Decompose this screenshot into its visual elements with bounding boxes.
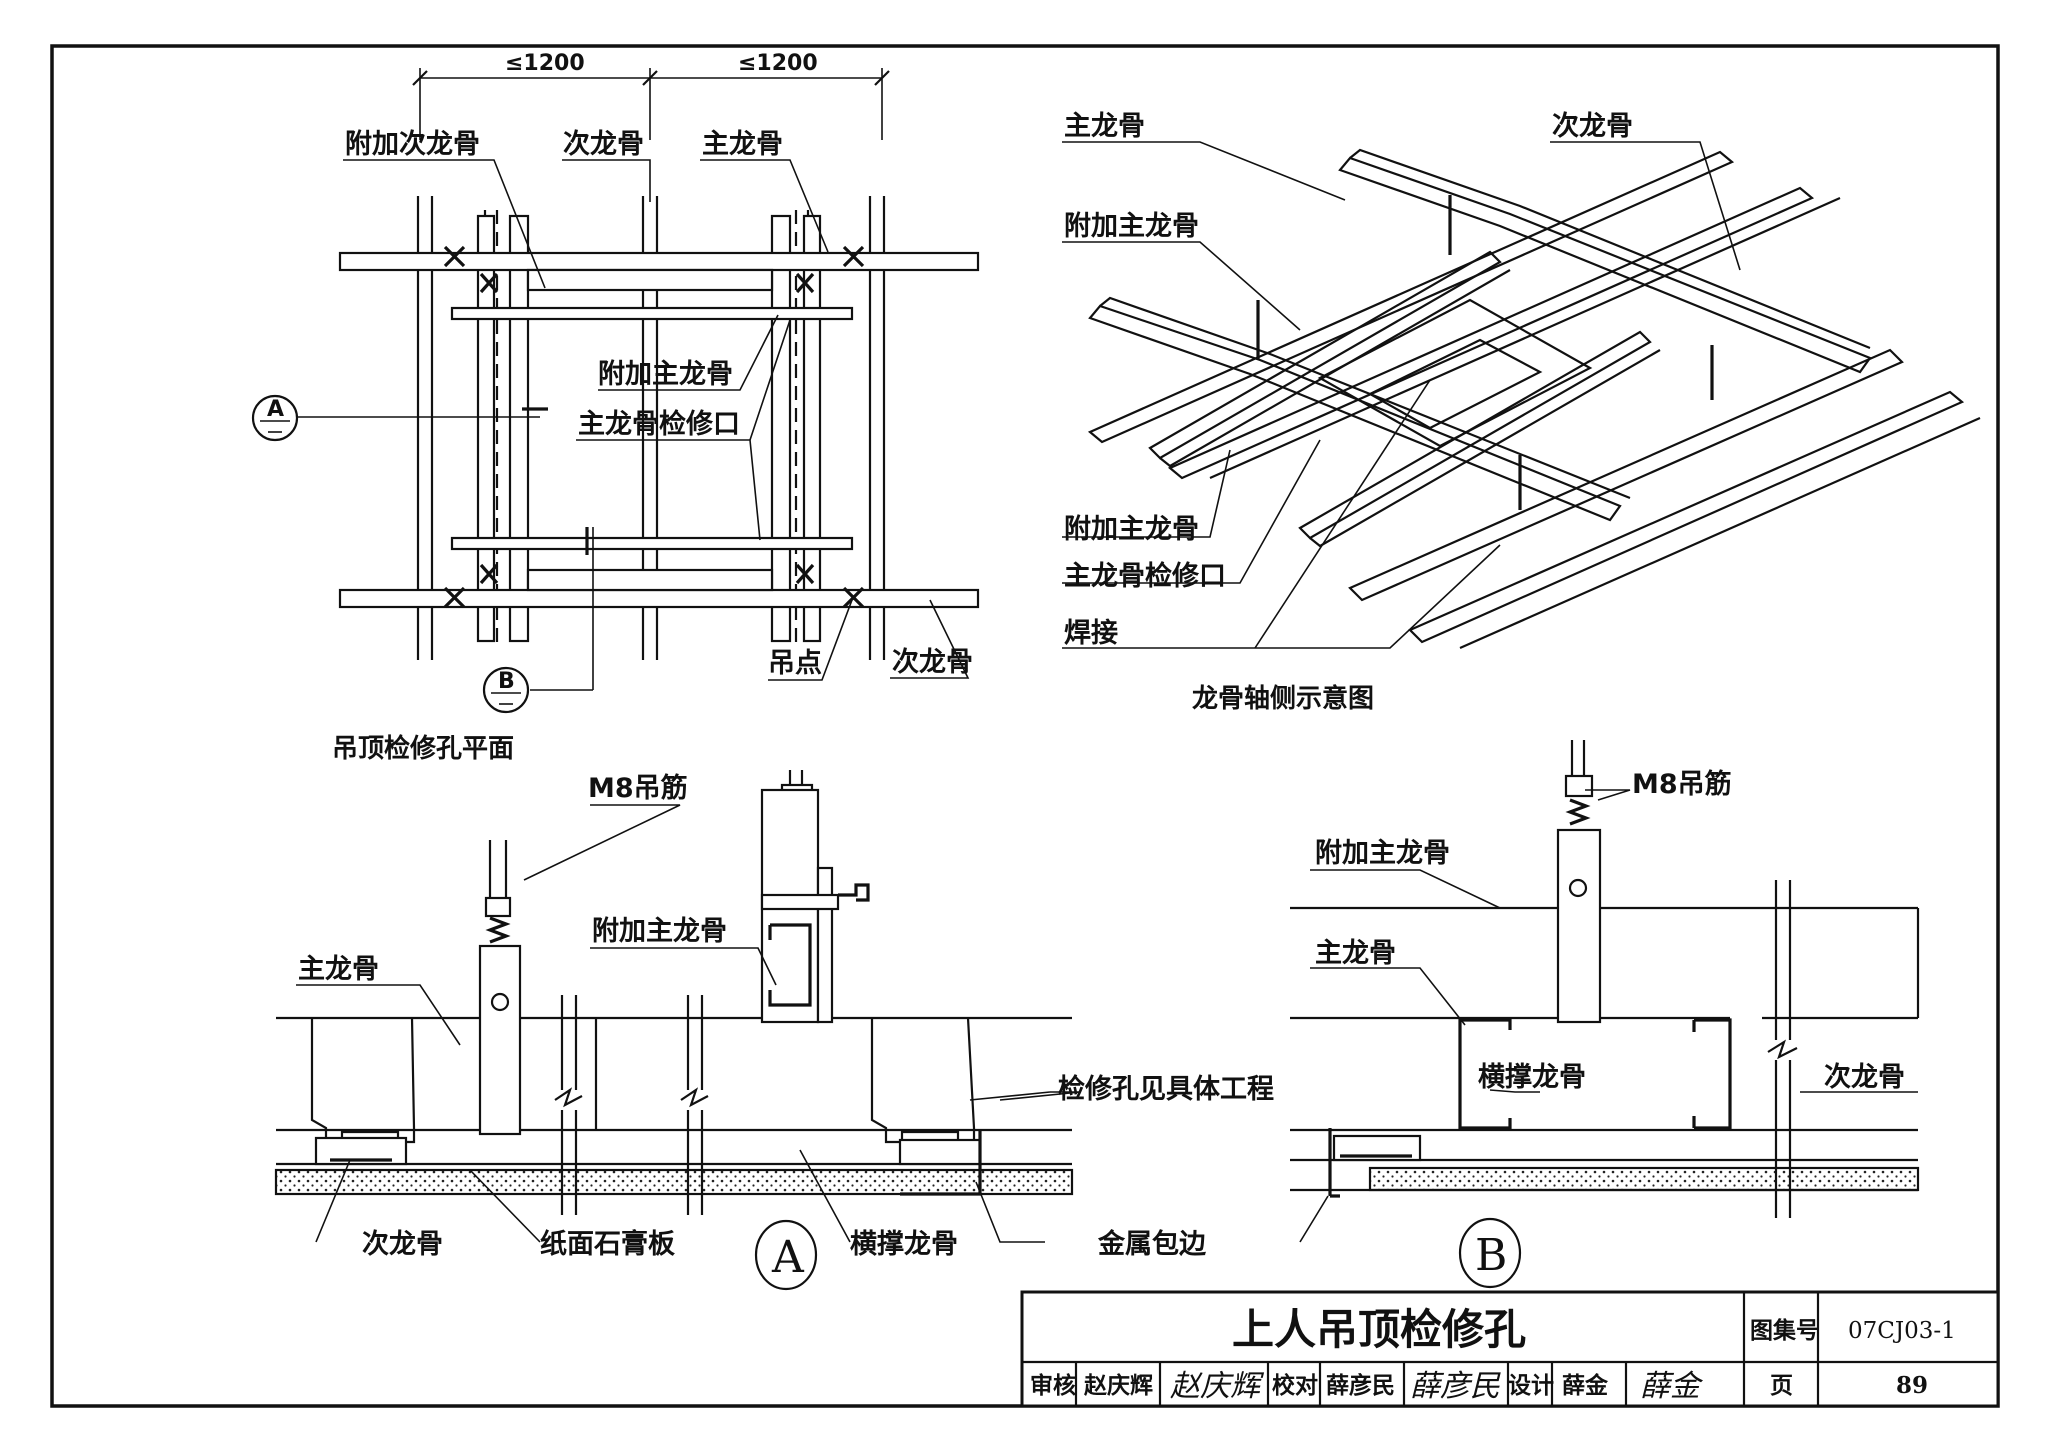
plan-label-main-top: 主龙骨	[702, 129, 783, 160]
review-name: 赵庆辉	[1083, 1372, 1153, 1399]
sec-a-label-cross: 横撑龙骨	[850, 1229, 958, 1260]
axonometric-view: 主龙骨 次龙骨 附加主龙骨 附加主龙骨 主龙骨检修口 焊接 龙骨轴侧示意图	[1062, 111, 1981, 714]
atlas-label: 图集号	[1750, 1317, 1819, 1344]
title-block: 上人吊顶检修孔 图集号 07CJ03-1 审核 赵庆辉 赵庆辉 校对 薛彦民 薛…	[1020, 1290, 2000, 1408]
sec-b-label-secondary: 次龙骨	[1824, 1062, 1905, 1093]
axo-caption: 龙骨轴侧示意图	[1192, 683, 1374, 714]
page-label: 页	[1770, 1373, 1793, 1399]
sheet-border	[50, 44, 2000, 1408]
drawing-title: 上人吊顶检修孔	[1232, 1305, 1526, 1354]
design-name: 薛金	[1562, 1372, 1609, 1399]
axo-label-extra-main-1: 附加主龙骨	[1064, 211, 1199, 242]
plan-label-secondary-top: 次龙骨	[563, 129, 644, 160]
section-b-title-marker	[1458, 1217, 1522, 1289]
axo-label-secondary: 次龙骨	[1552, 111, 1633, 142]
review-label: 审核	[1030, 1372, 1076, 1399]
check-signature: 薛彦民	[1410, 1369, 1501, 1404]
sec-b-label-main: 主龙骨	[1315, 938, 1396, 969]
section-b: M8吊筋 附加主龙骨 主龙骨 横撑龙骨 次龙骨 B	[1290, 740, 1920, 1289]
page-number: 89	[1896, 1372, 1928, 1399]
atlas-number: 07CJ03-1	[1848, 1318, 1956, 1344]
sec-a-label-main: 主龙骨	[298, 954, 379, 985]
section-a-marker	[251, 394, 299, 442]
sec-a-label-edge: 金属包边	[1097, 1228, 1207, 1260]
dim-left-label: ≤1200	[505, 51, 585, 76]
sec-a-label-access-note: 检修孔见具体工程	[1058, 1073, 1274, 1105]
sec-b-label-m8: M8吊筋	[1632, 768, 1732, 800]
sec-a-label-m8: M8吊筋	[588, 772, 688, 804]
sec-a-label-extra-main: 附加主龙骨	[592, 916, 727, 947]
check-label: 校对	[1272, 1372, 1318, 1399]
plan-label-secondary-bottom: 次龙骨	[892, 647, 973, 678]
hanger-point-marks	[443, 245, 865, 609]
plan-label-access: 主龙骨检修口	[578, 408, 740, 440]
section-b-title-letter: B	[1475, 1230, 1507, 1281]
plan-label-extra-secondary: 附加次龙骨	[345, 129, 480, 160]
section-a: M8吊筋 附加主龙骨 主龙骨 检修孔见具体工程 次龙骨 纸面石膏板 横撑龙骨 金…	[274, 770, 1274, 1291]
dim-right-label: ≤1200	[738, 51, 818, 76]
plan-view: ≤1200 ≤1200	[251, 51, 980, 764]
plan-caption: 吊顶检修孔平面	[332, 733, 514, 764]
section-b-marker	[482, 666, 530, 714]
sec-b-label-extra-main: 附加主龙骨	[1315, 838, 1450, 869]
gypsum-board-a	[274, 1168, 1074, 1196]
plan-label-hang-point: 吊点	[768, 648, 822, 679]
design-signature: 薛金	[1640, 1369, 1704, 1404]
gypsum-board-b	[1368, 1166, 1920, 1192]
section-a-title-letter: A	[771, 1232, 805, 1283]
axo-label-main: 主龙骨	[1064, 111, 1145, 142]
plan-label-extra-main: 附加主龙骨	[598, 359, 733, 390]
section-a-title-marker	[754, 1219, 818, 1291]
check-name: 薛彦民	[1326, 1372, 1395, 1399]
design-label: 设计	[1508, 1373, 1554, 1399]
review-signature: 赵庆辉	[1170, 1369, 1265, 1404]
sec-b-label-cross: 横撑龙骨	[1478, 1062, 1586, 1093]
axo-label-access: 主龙骨检修口	[1064, 560, 1226, 592]
sec-a-label-gypsum: 纸面石膏板	[540, 1228, 675, 1260]
section-a-marker-letter: A	[267, 397, 284, 422]
section-b-marker-letter: B	[498, 669, 515, 694]
sec-a-label-secondary: 次龙骨	[362, 1229, 443, 1260]
axo-label-extra-main-2: 附加主龙骨	[1064, 514, 1199, 545]
axo-label-weld: 焊接	[1064, 618, 1118, 649]
